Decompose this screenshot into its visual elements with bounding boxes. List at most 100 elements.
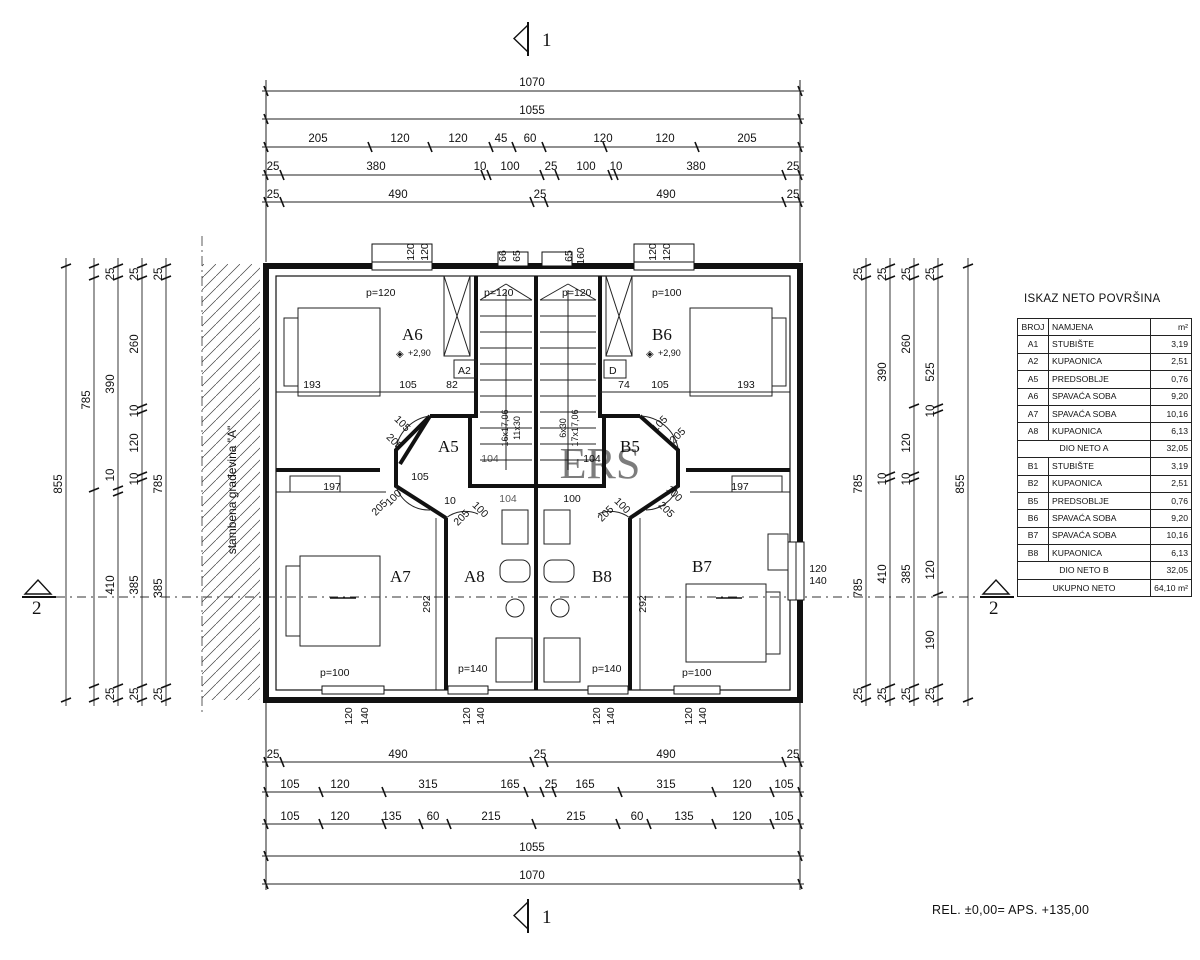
- win-bot-0: 120: [343, 707, 355, 725]
- table-cell: STUBIŠTE: [1048, 457, 1151, 476]
- idim-hall-d: 100: [563, 493, 581, 505]
- area-table-title: ISKAZ NETO POVRŠINA: [1024, 293, 1161, 305]
- dim-bot-r2-8: 105: [774, 779, 793, 791]
- neighbor-building-hatch: stambena građevina "A": [201, 236, 260, 716]
- idim-b7-w: 197: [731, 481, 749, 493]
- section-label-left: 2: [32, 598, 42, 619]
- idim-a7-w: 197: [323, 481, 341, 493]
- dim-top-r4-7: 380: [686, 161, 705, 173]
- dim-left-c4-6: 25: [129, 688, 141, 701]
- dim-right-c3-5: 25: [901, 688, 913, 701]
- dim-bot-overall: 1070: [519, 870, 545, 882]
- table-cell: B8: [1017, 544, 1049, 563]
- dim-top-overall: 1070: [519, 77, 545, 89]
- section-label-bottom: 1: [542, 907, 552, 928]
- room-b7: B7: [692, 557, 712, 576]
- win-top-5: 160: [575, 247, 587, 265]
- dim-bot-r3-6: 60: [631, 811, 644, 823]
- opening-labels: p=120 p=120 p=120 p=100 p=100 p=140 p=14…: [320, 287, 712, 679]
- table-cell: 10,16: [1150, 526, 1192, 546]
- table-cell: A7: [1017, 404, 1049, 424]
- level-b6: +2,90: [658, 348, 681, 358]
- table-cell: 3,19: [1150, 335, 1192, 354]
- dim-right-c4-1: 525: [925, 362, 937, 381]
- dim-left-c4-3: 120: [129, 433, 141, 452]
- dim-top-r3-6: 120: [655, 133, 674, 145]
- dim-bot-r2-0: 105: [280, 779, 299, 791]
- dim-top-r3-5: 120: [593, 133, 612, 145]
- table-cell: DIO NETO A: [1017, 439, 1151, 459]
- idim-b7-h: 292: [637, 595, 649, 613]
- dim-bot-r2-7: 120: [732, 779, 751, 791]
- dim-bot-r3-9: 105: [774, 811, 793, 823]
- stair-b-len: 17x17,06: [570, 409, 580, 446]
- dim-top-r5-4: 25: [787, 189, 800, 201]
- dim-bot-r2-4: 25: [545, 779, 558, 791]
- idim-a7-h: 292: [421, 595, 433, 613]
- dim-right-c4-0: 25: [925, 268, 937, 281]
- outer-walls: [263, 263, 803, 703]
- win-top-6: 120: [647, 243, 659, 261]
- dim-top-r3-7: 205: [737, 133, 756, 145]
- win-right-1: 140: [809, 575, 827, 587]
- section-marker-top: 1: [512, 22, 552, 56]
- idim-b6-w: 193: [737, 379, 755, 391]
- dim-right-c2-4: 25: [877, 688, 889, 701]
- level-marker-b6-icon: ◈: [646, 349, 654, 360]
- dim-bot-r3-3: 60: [427, 811, 440, 823]
- dim-right-c3-2: 120: [901, 433, 913, 452]
- dim-left-c4-0: 25: [129, 268, 141, 281]
- room-a8: A8: [464, 567, 485, 586]
- room-labels: A6 A5 A7 A8 A2 B6 B5 B7 B8 D +2,90 +2,90…: [390, 325, 712, 586]
- opening-a7: p=100: [320, 667, 350, 679]
- win-bot-2: 120: [461, 707, 473, 725]
- table-cell: A1: [1017, 335, 1049, 354]
- opening-a8: p=140: [458, 663, 488, 675]
- room-a5: A5: [438, 437, 459, 456]
- room-b6: B6: [652, 325, 672, 344]
- table-cell: 6,13: [1150, 544, 1192, 563]
- dim-left-c5-1: 785: [153, 474, 165, 493]
- table-cell: DIO NETO B: [1017, 561, 1151, 580]
- idim-a5-b: 105: [411, 471, 429, 483]
- section-label-top: 1: [542, 30, 552, 51]
- table-cell: A8: [1017, 422, 1049, 441]
- table-cell: A6: [1017, 387, 1049, 406]
- dim-right-c2-1: 390: [877, 362, 889, 381]
- room-a2: A2: [458, 365, 471, 377]
- idim-a5-g: 205: [451, 507, 472, 528]
- idim-a5-c: 10: [444, 495, 456, 507]
- dim-right-c3-1: 260: [901, 334, 913, 353]
- left-dimensions: 855 785 25 390 10 410 25 25 260 10 120 1…: [53, 258, 172, 706]
- dim-bot-r3-2: 135: [382, 811, 401, 823]
- room-b2: D: [609, 365, 617, 377]
- dim-top-r5-3: 490: [656, 189, 675, 201]
- dim-right-c4-4: 190: [925, 630, 937, 649]
- dim-top-r5-0: 25: [267, 189, 280, 201]
- dim-bot-inner: 1055: [519, 842, 545, 854]
- table-cell: 9,20: [1150, 387, 1192, 406]
- table-cell: 32,05: [1150, 439, 1192, 459]
- windows-bottom: 120 140 120 140 120 140 120 140: [321, 685, 721, 725]
- table-cell: SPAVAĆA SOBA: [1048, 509, 1151, 528]
- opening-a-stair: p=120: [484, 287, 514, 299]
- table-cell: B2: [1017, 474, 1049, 493]
- right-dimensions: 25 785 785 25 25 390 10 410 25 25 260 12…: [853, 258, 974, 706]
- table-cell: KUPAONICA: [1048, 352, 1151, 372]
- dim-bot-r2-2: 315: [418, 779, 437, 791]
- dim-left-c5-3: 25: [153, 688, 165, 701]
- watermark: ERS: [560, 439, 641, 488]
- dim-top-r5-2: 25: [534, 189, 547, 201]
- dim-bot-r3-1: 120: [330, 811, 349, 823]
- table-cell: STUBIŠTE: [1048, 335, 1151, 354]
- dim-bot-r2-6: 315: [656, 779, 675, 791]
- table-cell: PREDSOBLJE: [1048, 491, 1151, 511]
- dim-top-r3-1: 120: [390, 133, 409, 145]
- dim-left-c4-1: 260: [129, 334, 141, 353]
- table-cell: 6,13: [1150, 422, 1192, 441]
- table-cell: KUPAONICA: [1048, 544, 1151, 563]
